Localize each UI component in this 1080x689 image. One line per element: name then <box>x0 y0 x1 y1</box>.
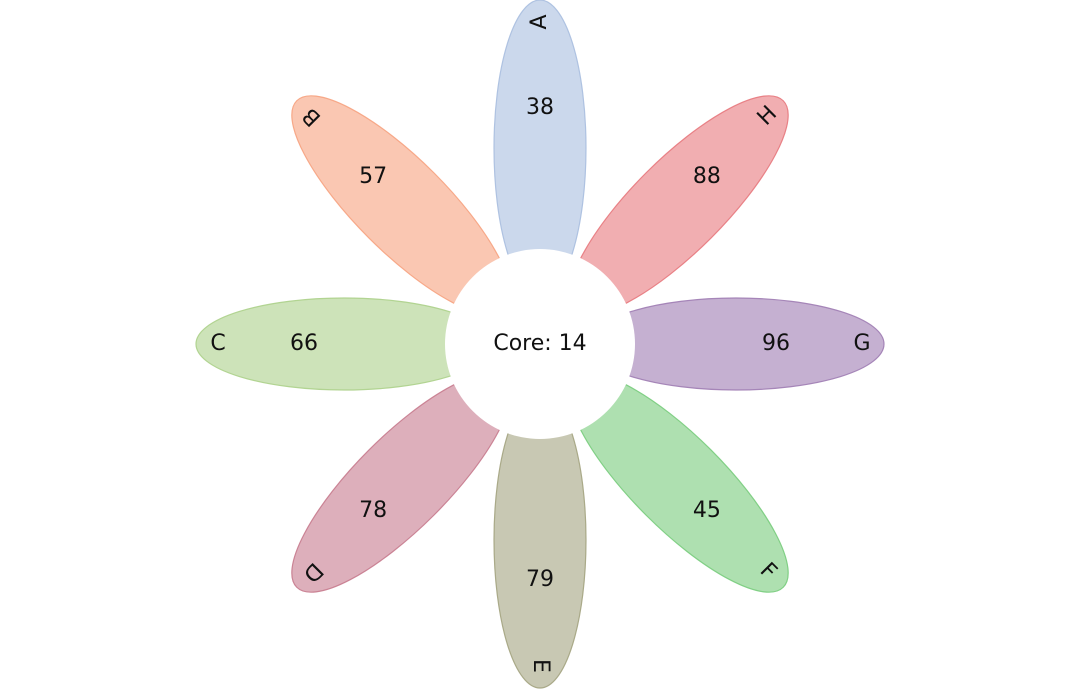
petal-value-b: 57 <box>359 164 387 189</box>
petal-value-c: 66 <box>290 331 318 356</box>
petal-label-c: C <box>210 331 225 356</box>
core-circle <box>445 249 635 439</box>
petal-label-a: A <box>527 14 552 29</box>
petal-value-d: 78 <box>359 498 387 523</box>
petal-value-f: 45 <box>693 498 721 523</box>
petal-label-e: E <box>528 659 553 673</box>
petal-label-g: G <box>853 331 870 356</box>
petal-value-h: 88 <box>693 164 721 189</box>
petal-value-a: 38 <box>526 95 554 120</box>
petals-group <box>195 0 885 689</box>
petal-value-e: 79 <box>526 567 554 592</box>
core-label: Core: 14 <box>493 331 586 356</box>
petal-value-g: 96 <box>762 331 790 356</box>
